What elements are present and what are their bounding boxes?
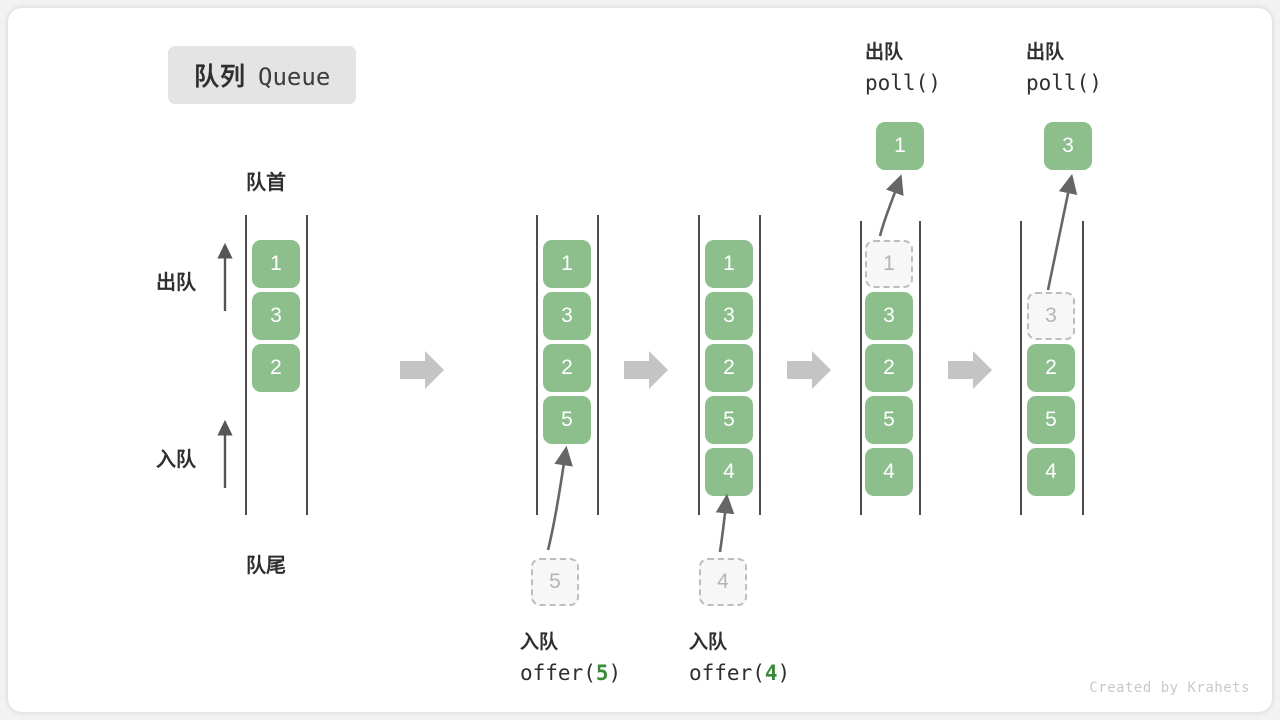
popped-cell: 1 bbox=[876, 122, 924, 170]
queue-cell: 5 bbox=[705, 396, 753, 444]
title-cn: 队列 bbox=[194, 63, 247, 91]
queue-rail-left bbox=[536, 215, 538, 515]
queue-cell: 1 bbox=[705, 240, 753, 288]
caption-line-2: offer(5) bbox=[520, 657, 621, 690]
caption-close: ) bbox=[608, 661, 622, 686]
stage-transition-arrow bbox=[787, 351, 831, 389]
stage-caption: 出队 poll() bbox=[1026, 38, 1102, 100]
caption-line-1: 入队 bbox=[689, 632, 728, 653]
caption-line-2: poll() bbox=[865, 71, 941, 96]
enqueue-direction-arrow bbox=[217, 419, 233, 488]
queue-cell: 3 bbox=[705, 292, 753, 340]
queue-rail-right bbox=[597, 215, 599, 515]
caption-line-1: 入队 bbox=[520, 632, 559, 653]
stage-caption: 入队 offer(4) bbox=[689, 628, 790, 690]
caption-call: offer( bbox=[689, 661, 765, 686]
queue-rail-left bbox=[698, 215, 700, 515]
enqueue-side-label: 入队 bbox=[156, 449, 196, 471]
rear-label: 队尾 bbox=[246, 555, 286, 577]
queue-cell: 3 bbox=[865, 292, 913, 340]
queue-cell: 2 bbox=[543, 344, 591, 392]
stage-transition-arrow bbox=[400, 351, 444, 389]
title-badge: 队列 Queue bbox=[168, 46, 357, 104]
ghost-cell: 4 bbox=[699, 558, 747, 606]
queue-cell: 2 bbox=[1027, 344, 1075, 392]
ghost-cell: 5 bbox=[531, 558, 579, 606]
caption-line-2: offer(4) bbox=[689, 657, 790, 690]
stage-transition-arrow bbox=[624, 351, 668, 389]
enqueue-motion-arrow bbox=[546, 445, 573, 551]
diagram-card: 队列 Queue 队首 出队 入队 队尾 1 3 2 1 3 2 5 bbox=[8, 8, 1272, 712]
queue-cell: 1 bbox=[252, 240, 300, 288]
title-en: Queue bbox=[258, 63, 331, 91]
queue-cell: 5 bbox=[543, 396, 591, 444]
queue-cell: 1 bbox=[543, 240, 591, 288]
caption-number: 4 bbox=[764, 661, 778, 686]
queue-cell: 4 bbox=[705, 448, 753, 496]
credit-text: Created by Krahets bbox=[1089, 680, 1250, 696]
caption-number: 5 bbox=[595, 661, 609, 686]
caption-call: offer( bbox=[520, 661, 596, 686]
caption-line-1: 出队 bbox=[865, 42, 904, 63]
stage-transition-arrow bbox=[948, 351, 992, 389]
stage-caption: 出队 poll() bbox=[865, 38, 941, 100]
caption-line-2: poll() bbox=[1026, 71, 1102, 96]
stage-caption: 入队 offer(5) bbox=[520, 628, 621, 690]
dequeue-motion-arrow bbox=[878, 174, 904, 237]
queue-cell: 3 bbox=[252, 292, 300, 340]
queue-cell: 3 bbox=[543, 292, 591, 340]
dequeue-side-label: 出队 bbox=[156, 272, 196, 294]
caption-line-1: 出队 bbox=[1026, 42, 1065, 63]
queue-cell: 2 bbox=[252, 344, 300, 392]
queue-cell: 2 bbox=[865, 344, 913, 392]
popped-cell: 3 bbox=[1044, 122, 1092, 170]
caption-close: ) bbox=[777, 661, 791, 686]
queue-rail-right bbox=[759, 215, 761, 515]
queue-cell: 2 bbox=[705, 344, 753, 392]
queue-rail-right bbox=[1082, 221, 1084, 515]
queue-rail-right bbox=[919, 221, 921, 515]
queue-cell: 4 bbox=[865, 448, 913, 496]
enqueue-motion-arrow bbox=[715, 493, 735, 553]
queue-rail-left bbox=[245, 215, 247, 515]
queue-cell: 4 bbox=[1027, 448, 1075, 496]
queue-rail-left bbox=[1020, 221, 1022, 515]
dequeue-motion-arrow bbox=[1046, 173, 1078, 291]
queue-cell: 5 bbox=[865, 396, 913, 444]
queue-rail-left bbox=[860, 221, 862, 515]
ghost-cell: 1 bbox=[865, 240, 913, 288]
front-label: 队首 bbox=[246, 172, 286, 194]
queue-rail-right bbox=[306, 215, 308, 515]
dequeue-direction-arrow bbox=[217, 242, 233, 311]
queue-cell: 5 bbox=[1027, 396, 1075, 444]
ghost-cell: 3 bbox=[1027, 292, 1075, 340]
